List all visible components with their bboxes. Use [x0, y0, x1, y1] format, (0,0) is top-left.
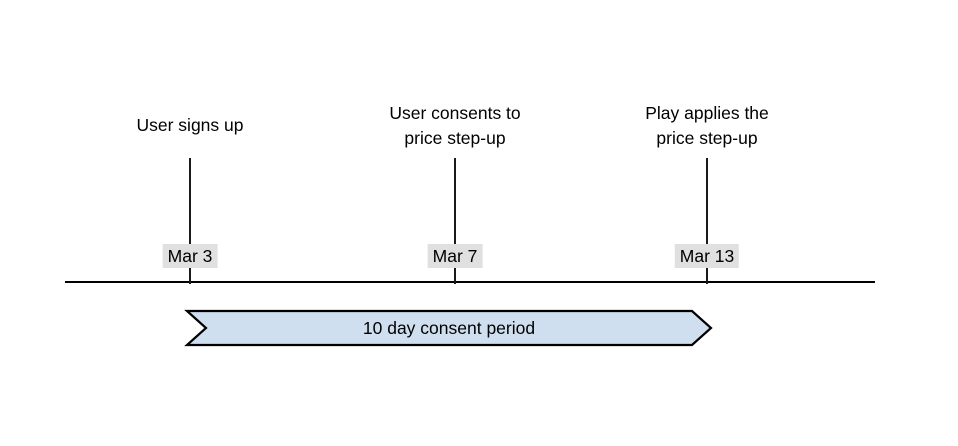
consent-period-banner: 10 day consent period: [186, 310, 712, 346]
timeline-axis: [65, 281, 875, 283]
event-date-chip-user-signs-up: Mar 3: [162, 244, 218, 268]
consent-period-arrow-shape: [186, 310, 712, 346]
event-tick-play-applies: [706, 158, 708, 284]
event-caption-user-consents: User consents to price step-up: [389, 103, 521, 148]
event-caption-play-applies: Play applies the price step-up: [645, 103, 769, 148]
event-date-chip-play-applies: Mar 13: [674, 244, 740, 268]
event-caption-user-signs-up: User signs up: [136, 115, 244, 135]
event-tick-user-signs-up: [189, 158, 191, 284]
event-date-chip-user-consents: Mar 7: [427, 244, 483, 268]
event-tick-user-consents: [454, 158, 456, 284]
